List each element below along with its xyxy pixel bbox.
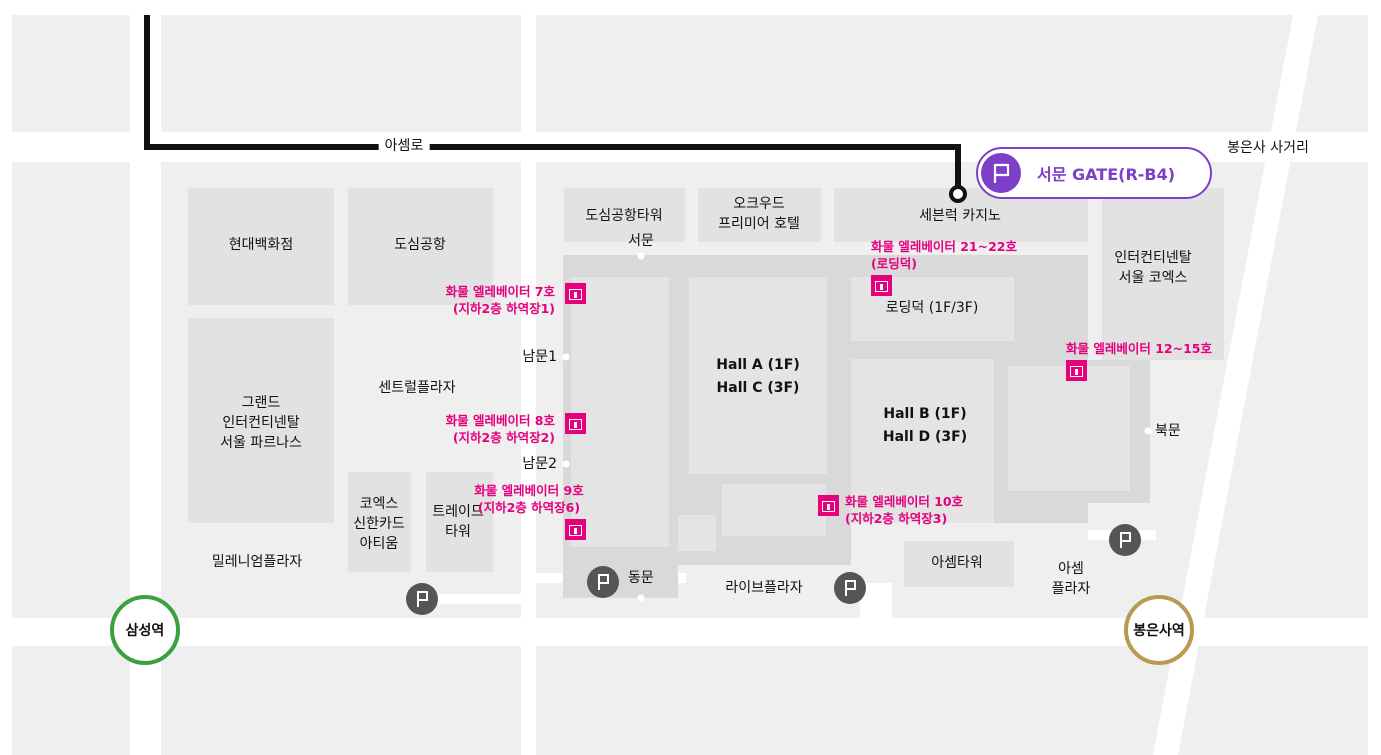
block [161,15,521,132]
building-city-airport: 도심공항 [394,237,446,253]
block [12,162,130,618]
gate-label: 서문 GATE(R-B4) [1037,165,1176,184]
block [12,15,130,132]
entrance-dot [637,252,645,260]
freight-elevator-icon[interactable] [565,283,586,304]
building [188,188,334,305]
road-label-bongeunsa-intersection: 봉은사 사거리 [1227,140,1309,156]
building [188,318,334,523]
building-asem-tower: 아셈타워 [931,555,983,571]
freight-elevator-icon[interactable] [818,495,839,516]
building [698,188,821,242]
road-label-aseomro: 아셈로 [378,136,430,156]
building-grand-intercontinental: 그랜드 인터컨티넨탈 서울 파르나스 [220,395,302,451]
entrance-east: 동문 [628,570,654,586]
entrance-west: 서문 [628,233,654,249]
elevator-7-label: 화물 엘레베이터 7호 (지하2층 하역장1) [445,284,555,316]
building-trade-tower: 트레이드 타워 [432,504,484,540]
elevator-10-label: 화물 엘레베이터 10호 (지하2층 하역장3) [845,494,964,526]
building-millennium-plaza: 밀레니엄플라자 [211,554,303,570]
building-oakwood: 오크우드 프리미어 호텔 [718,196,800,232]
station-bongeunsa[interactable]: 봉은사역 [1124,595,1194,665]
building [564,188,685,242]
station-samseong[interactable]: 삼성역 [110,595,180,665]
building [348,472,411,572]
block [161,646,521,755]
entrance-dot [562,353,570,361]
freight-elevator-icon[interactable] [565,519,586,540]
elevator-21-22-label: 화물 엘레베이터 21~22호 (로딩덕) [871,239,1017,271]
hall-bd [851,359,994,523]
block [536,646,1368,755]
entrance-south1: 남문1 [522,349,557,365]
parking-icon[interactable] [834,572,866,604]
west-gate-badge[interactable]: 서문 GATE(R-B4) [976,147,1212,199]
hall-ac [689,277,827,474]
hall-area [571,277,669,547]
building [426,472,493,572]
entrance-dot [562,460,570,468]
building-central-plaza: 센트럴플라자 [378,380,456,396]
entrance-north: 북문 [1155,423,1181,439]
freight-elevator-icon[interactable] [871,275,892,296]
route-line [144,15,961,190]
hall-ac-label: Hall A (1F) Hall C (3F) [716,357,800,396]
building [1102,188,1224,360]
building-sevenluck-casino: 세븐럭 카지노 [919,208,1001,224]
block [12,646,130,755]
service-road [425,594,521,604]
building-intercontinental-coex: 인터컨티넨탈 서울 코엑스 [1114,250,1192,286]
building [904,541,1014,587]
hall-area [1008,366,1130,491]
route-end-marker [949,185,967,203]
hall-area [722,484,826,536]
building-shinhan-artium: 코엑스 신한카드 아티움 [353,496,405,552]
parking-icon[interactable] [406,583,438,615]
building-asem-plaza: 아셈 플라자 [1051,561,1091,597]
parking-icon[interactable] [1109,524,1141,556]
loading-dock-label: 로딩덕 (1F/3F) [885,300,979,316]
elevator-9-label: 화물 엘레베이터 9호 (지하2층 하역장6) [474,483,584,515]
elevator-8-label: 화물 엘레베이터 8호 (지하2층 하역장2) [445,413,555,445]
diagonal-road [1153,15,1318,755]
entrance-south2: 남문2 [522,456,557,472]
hall-area [678,515,716,551]
freight-elevator-icon[interactable] [565,413,586,434]
block [536,15,1368,132]
entrance-dot [1144,427,1152,435]
building-hyundai-dept: 현대백화점 [228,237,294,253]
entrance-dot [637,594,645,602]
hall-bd-label: Hall B (1F) Hall D (3F) [882,406,968,445]
building-airport-tower: 도심공항타워 [585,208,663,224]
parking-icon[interactable] [587,566,619,598]
elevator-12-15-label: 화물 엘레베이터 12~15호 [1066,341,1212,356]
freight-elevator-icon[interactable] [1066,360,1087,381]
gate-flag-icon [981,153,1021,193]
building [348,188,493,305]
building-live-plaza: 라이브플라자 [725,580,803,596]
